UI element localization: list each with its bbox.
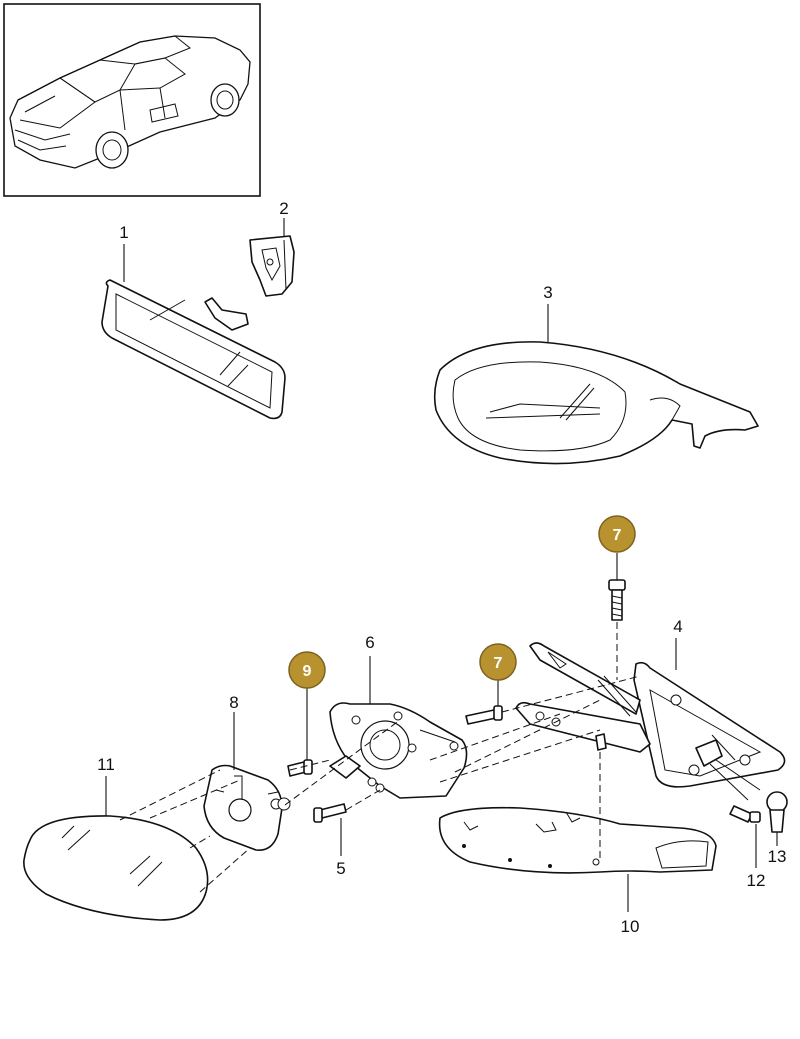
svg-text:9: 9	[303, 663, 312, 680]
part-10-lower-cover	[438, 806, 717, 874]
screw-9	[287, 759, 313, 777]
part-8-carrier-plate	[203, 764, 291, 851]
label-6: 6	[365, 633, 374, 652]
label-12: 12	[747, 871, 766, 890]
callout-7-upper: 7	[598, 515, 636, 553]
callout-7-middle: 7	[479, 643, 517, 681]
screw-5	[313, 803, 347, 823]
label-3: 3	[543, 283, 552, 302]
label-1: 1	[119, 223, 128, 242]
part-4-arm	[515, 642, 651, 753]
label-8: 8	[229, 693, 238, 712]
label-11: 11	[97, 755, 115, 774]
svg-text:7: 7	[613, 527, 622, 544]
bolt-12	[729, 805, 761, 823]
callout-9: 9	[288, 651, 326, 689]
screw-7-middle	[465, 705, 503, 725]
assembly-lines	[119, 622, 641, 893]
leader-lines	[105, 218, 778, 912]
part-1-interior-mirror	[101, 279, 286, 420]
part-3-housing-shell	[433, 341, 759, 465]
label-5: 5	[336, 859, 345, 878]
label-13: 13	[768, 847, 787, 866]
screw-7-upper	[608, 579, 626, 621]
svg-text:7: 7	[494, 655, 503, 672]
part-labels: 1 2 3 4 5 6 8 10 11 12 13	[97, 199, 786, 936]
label-4: 4	[673, 617, 682, 636]
plug-13	[766, 791, 788, 833]
label-2: 2	[279, 199, 288, 218]
part-4-base	[633, 661, 786, 801]
part-11-mirror-glass	[23, 815, 209, 921]
car-thumbnail	[3, 3, 261, 197]
label-10: 10	[621, 917, 640, 936]
part-6-motor-bracket	[329, 702, 468, 799]
callouts: 7 7 9	[288, 515, 636, 689]
part-2-bracket	[249, 235, 295, 297]
